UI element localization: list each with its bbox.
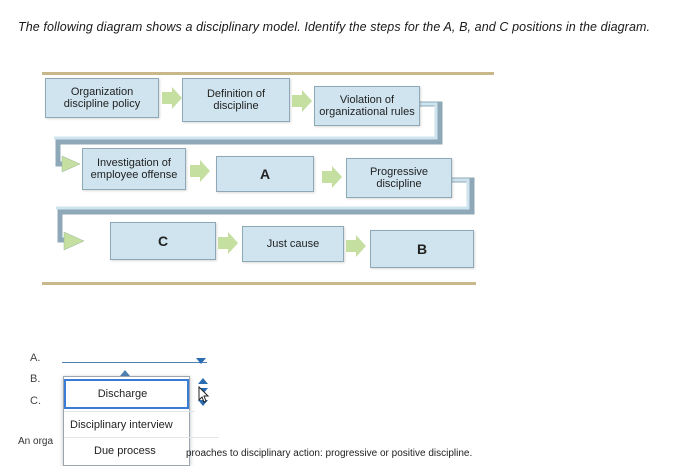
box-definition-of-discipline: Definition of discipline <box>182 78 290 122</box>
answer-label-c: C. <box>30 395 41 407</box>
arrow-right-6 <box>346 235 366 257</box>
arrow-right-2 <box>292 90 312 112</box>
answer-label-a: A. <box>30 352 41 364</box>
select-c-chevron-down-icon[interactable] <box>198 400 208 406</box>
arrow-right-1 <box>162 87 182 109</box>
answer-dropdown-menu: Discharge Disciplinary interview Due pro… <box>63 370 219 466</box>
select-b-chevron-up-icon[interactable] <box>198 378 208 384</box>
dropdown-caret-icon <box>120 370 130 376</box>
answer-select-a[interactable] <box>62 362 207 363</box>
dropdown-option-discharge[interactable]: Discharge <box>64 379 189 409</box>
box-just-cause: Just cause <box>242 226 344 262</box>
box-b: B <box>370 230 474 268</box>
box-progressive-discipline: Progressive discipline <box>346 158 452 198</box>
body-text-left: An orga <box>18 436 54 447</box>
connector-arrowhead-row3 <box>63 231 85 251</box>
dropdown-option-disciplinary-interview[interactable]: Disciplinary interview <box>64 411 195 438</box>
box-c: C <box>110 222 216 260</box>
box-a: A <box>216 156 314 192</box>
arrow-right-3 <box>190 160 210 182</box>
box-organization-discipline-policy: Organization discipline policy <box>45 78 159 118</box>
connector-row2-row3-inner <box>56 178 470 210</box>
answer-label-b: B. <box>30 373 41 385</box>
body-text-right: proaches to disciplinary action: progres… <box>186 448 473 459</box>
select-a-chevron-down-icon[interactable] <box>196 358 206 364</box>
arrow-right-4 <box>322 166 342 188</box>
dropdown-option-due-process[interactable]: Due process <box>64 437 219 464</box>
question-text: The following diagram shows a disciplina… <box>18 20 651 34</box>
mouse-pointer-icon <box>198 386 210 403</box>
answer-area: A. B. C. <box>0 330 700 465</box>
disciplinary-model-diagram: Organization discipline policy Definitio… <box>42 72 494 285</box>
top-rule <box>42 72 494 75</box>
box-investigation-of-employee-offense: Investigation of employee offense <box>82 148 186 190</box>
bottom-rule <box>42 282 476 285</box>
arrow-right-5 <box>218 232 238 254</box>
connector-arrowhead-row2 <box>61 155 81 173</box>
connector-paths <box>54 101 475 251</box>
connector-row1-row2-inner <box>54 102 438 140</box>
box-violation-of-organizational-rules: Violation of organizational rules <box>314 86 420 126</box>
